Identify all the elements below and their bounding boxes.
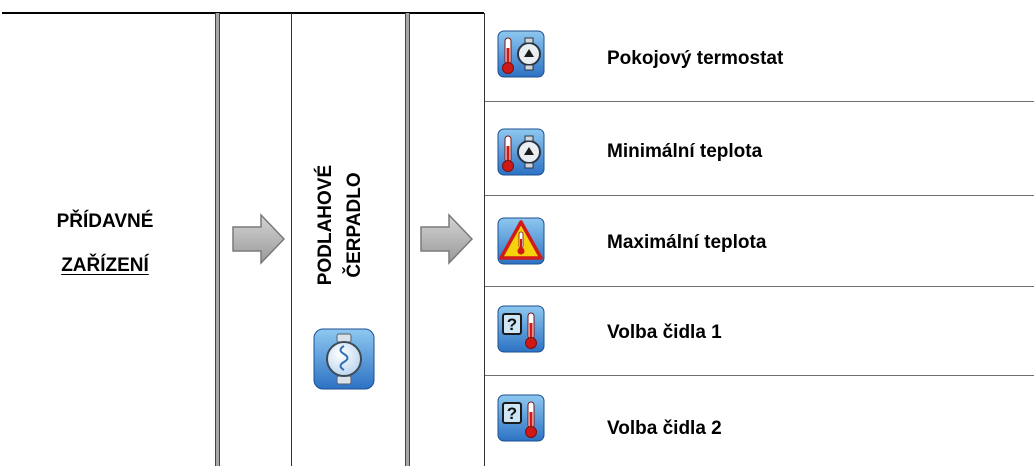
column-divider-2 xyxy=(291,13,292,466)
column-divider-4 xyxy=(484,13,485,466)
menu-item-label: Volba čidla 1 xyxy=(607,322,722,343)
floor-pump-icon[interactable] xyxy=(313,328,375,390)
menu-item[interactable]: Minimální teplota xyxy=(485,102,1034,196)
menu-item[interactable]: ? Volba čidla 1 xyxy=(485,287,1034,376)
menu-item[interactable]: Pokojový termostat xyxy=(485,13,1034,102)
menu-item[interactable]: Maximální teplota xyxy=(485,196,1034,287)
submenu-title-line-2: ČERPADLO xyxy=(344,172,365,278)
sensor-select-icon: ? xyxy=(497,394,545,442)
table-top-border xyxy=(2,12,484,14)
menu-item-label: Minimální teplota xyxy=(607,141,763,162)
menu-item-label: Maximální teplota xyxy=(607,232,767,253)
menu-item[interactable]: ? Volba čidla 2 xyxy=(485,376,1034,466)
right-arrow-icon xyxy=(420,213,474,265)
sensor-select-icon: ? xyxy=(497,305,545,353)
thermometer-pump-icon xyxy=(497,30,545,78)
warning-thermometer-icon xyxy=(497,217,545,265)
submenu-title-line-1: PODLAHOVÉ xyxy=(315,164,336,286)
category-line-2: ZAŘÍZENÍ xyxy=(61,255,149,276)
svg-text:?: ? xyxy=(507,315,517,334)
category-line-1: PŘÍDAVNÉ xyxy=(56,211,154,232)
menu-item-label: Pokojový termostat xyxy=(607,48,784,69)
right-arrow-icon xyxy=(232,213,286,265)
category-label: PŘÍDAVNÉ ZAŘÍZENÍ xyxy=(20,200,190,288)
menu-item-label: Volba čidla 2 xyxy=(607,418,722,439)
thermometer-pump-icon xyxy=(497,128,545,176)
column-divider-1 xyxy=(215,13,220,466)
submenu-title: PODLAHOVÉ ČERPADLO xyxy=(311,95,369,355)
column-divider-3 xyxy=(405,13,410,466)
svg-text:?: ? xyxy=(507,404,517,423)
